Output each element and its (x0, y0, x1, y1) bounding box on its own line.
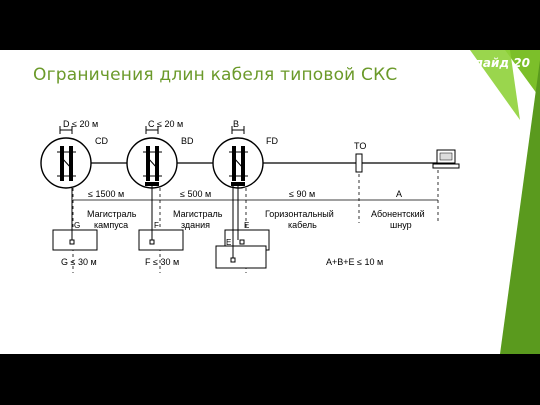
dimension-d (59, 126, 73, 134)
limit-b-label: B (233, 119, 239, 129)
limit-c-label: C ≤ 20 м (148, 119, 183, 129)
equipment-e2-box (215, 186, 267, 269)
length-building-label: ≤ 500 м (180, 189, 211, 199)
scs-diagram: D ≤ 20 м C ≤ 20 м B (40, 119, 460, 273)
green-triangle-accent (470, 50, 520, 120)
green-decoration (405, 50, 540, 354)
equipment-e2-label: E (226, 238, 231, 247)
node-fd-label: FD (266, 136, 278, 146)
green-triangle-right (500, 60, 540, 354)
segment-subscriber-line1: Абонентский (371, 209, 425, 219)
segment-campus-line1: Магистраль (87, 209, 137, 219)
equipment-g-label: G (74, 221, 80, 230)
equipment-g-box (52, 188, 98, 251)
node-bd (126, 137, 178, 189)
equipment-e-label: E (244, 221, 249, 230)
computer-icon (432, 149, 460, 169)
segment-horizontal-line2: кабель (288, 220, 317, 230)
node-to-label: TO (354, 141, 366, 151)
limit-total-label: A+B+E ≤ 10 м (326, 257, 383, 267)
slide-title: Ограничения длин кабеля типовой СКС (33, 65, 398, 85)
green-triangle-top (405, 50, 540, 98)
slide: Слайд 20 Ограничения длин кабеля типовой… (0, 50, 540, 354)
segment-subscriber-line2: шнур (390, 220, 412, 230)
length-campus-label: ≤ 1500 м (88, 189, 124, 199)
node-cd-label: CD (95, 136, 108, 146)
node-cd (40, 137, 92, 189)
equipment-f-label: F (154, 221, 159, 230)
length-horizontal-label: ≤ 90 м (289, 189, 315, 199)
telecom-outlet (355, 153, 363, 173)
length-a-label: A (396, 189, 402, 199)
dimension-b (231, 126, 245, 134)
node-fd (212, 137, 264, 189)
segment-building-line1: Магистраль (173, 209, 223, 219)
limit-f-label: F ≤ 30 м (145, 257, 179, 267)
slide-number: Слайд 20 (465, 56, 530, 70)
segment-building-line2: здания (181, 220, 210, 230)
node-bd-label: BD (181, 136, 194, 146)
dimension-c (145, 126, 159, 134)
limit-g-label: G ≤ 30 м (61, 257, 97, 267)
segment-horizontal-line1: Горизонтальный (265, 209, 334, 219)
limit-d-label: D ≤ 20 м (63, 119, 98, 129)
equipment-f-box (138, 186, 184, 251)
segment-campus-line2: кампуса (94, 220, 128, 230)
